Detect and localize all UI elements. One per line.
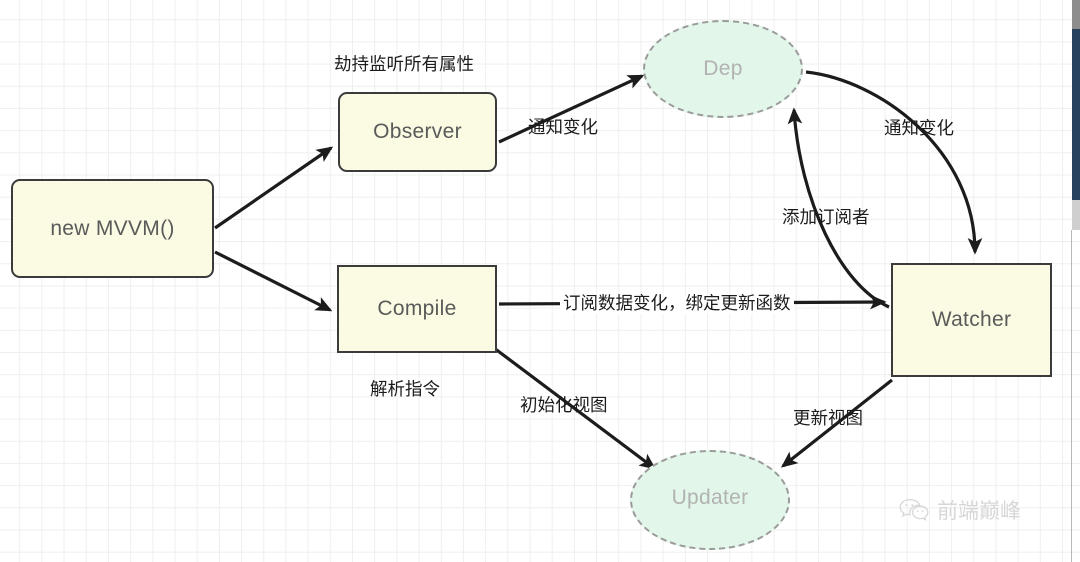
edge-mvvm-observer xyxy=(214,146,334,230)
node-observer[interactable]: Observer xyxy=(338,92,497,172)
node-updater[interactable]: Updater xyxy=(630,450,790,550)
edge-label-watcher-updater: 更新视图 xyxy=(793,409,863,429)
right-panel-divider xyxy=(1071,230,1072,562)
right-panel-strip-light xyxy=(1072,200,1080,230)
edge-label-watcher-dep: 添加订阅者 xyxy=(782,208,870,228)
watermark: 前端巅峰 xyxy=(899,495,1021,525)
edge-label-mvvm-compile: 解析指令 xyxy=(370,380,440,400)
node-label: Dep xyxy=(703,57,743,80)
edge-label-compile-updater: 初始化视图 xyxy=(520,396,608,416)
node-label: Compile xyxy=(377,297,457,320)
edge-label-mvvm-observer: 劫持监听所有属性 xyxy=(334,55,474,75)
edge-label-observer-dep: 通知变化 xyxy=(528,118,598,138)
node-label: Watcher xyxy=(931,308,1012,331)
right-panel-strip-dark xyxy=(1072,29,1080,200)
wechat-icon xyxy=(899,498,929,522)
node-dep[interactable]: Dep xyxy=(643,20,803,118)
edge-label-dep-watcher: 通知变化 xyxy=(884,119,954,139)
watermark-text: 前端巅峰 xyxy=(937,499,1021,523)
node-watcher[interactable]: Watcher xyxy=(891,263,1052,377)
node-label: new MVVM() xyxy=(50,216,175,240)
node-label: Updater xyxy=(671,486,749,509)
edge-mvvm-compile xyxy=(214,250,333,312)
right-panel-strip-gray xyxy=(1072,0,1080,29)
edge-label-compile-watcher: 订阅数据变化，绑定更新函数 xyxy=(560,295,794,314)
node-new-mvvm[interactable]: new MVVM() xyxy=(11,179,214,278)
node-label: Observer xyxy=(373,120,462,143)
node-compile[interactable]: Compile xyxy=(337,265,497,353)
